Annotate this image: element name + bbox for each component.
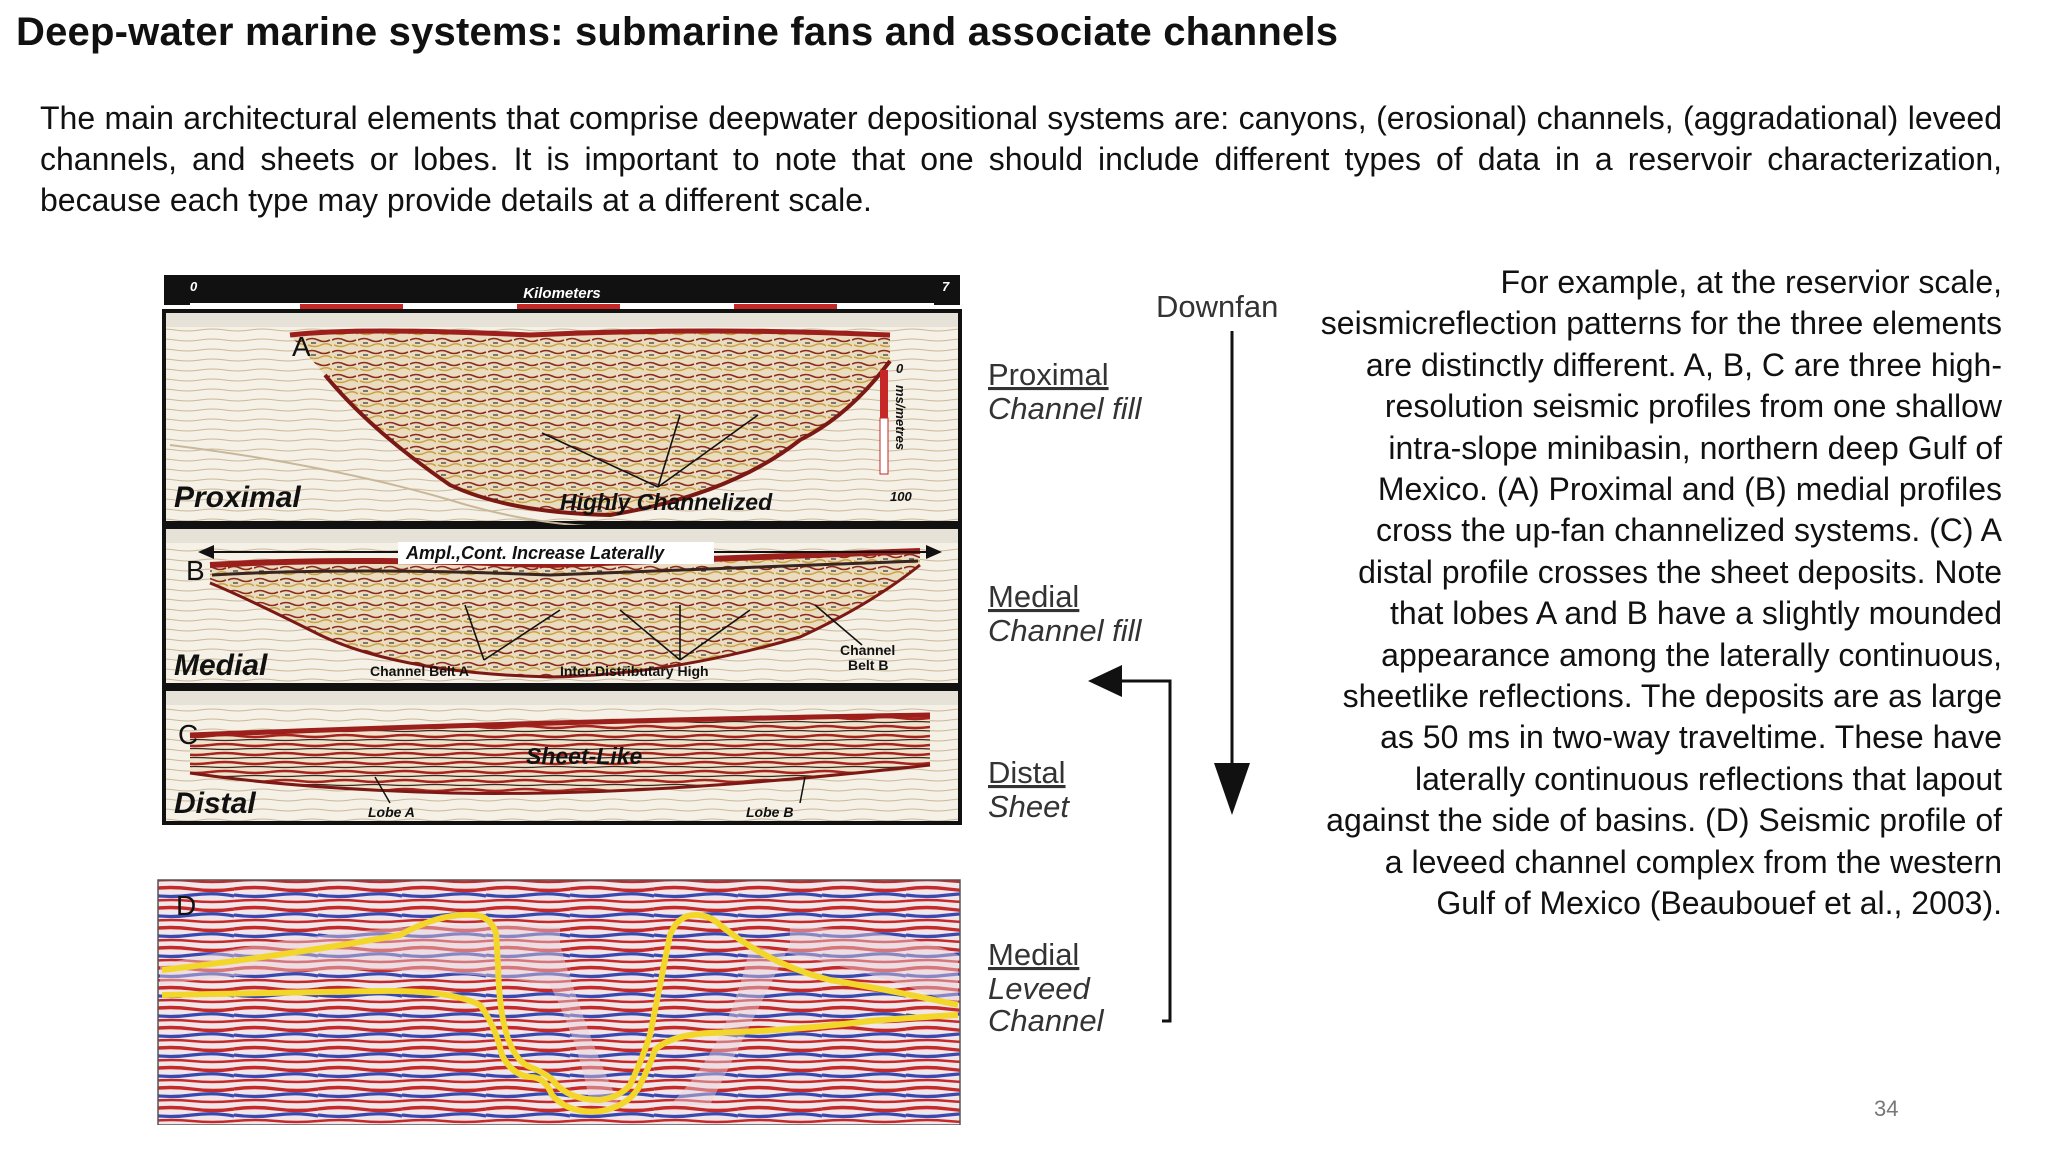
panel-c-letter: C [178, 719, 198, 750]
legend-medial-leveed: Medial [988, 937, 1079, 972]
vertical-scale-unit: ms/metres [893, 385, 908, 450]
legend-channel: Channel [988, 1003, 1105, 1038]
panel-c-zone: Distal [174, 787, 256, 820]
downfan-label: Downfan [1156, 289, 1278, 324]
legend-medial: Medial [988, 579, 1079, 614]
legend-proximal: Proximal [988, 357, 1109, 392]
panel-d: D [157, 879, 961, 1125]
panel-d-letter: D [176, 890, 196, 921]
panel-c: C Sheet-Like Distal Lobe A Lobe B [162, 687, 962, 825]
channel-belt-b-label-line2: Belt B [848, 657, 888, 673]
legend-medial-sub: Channel fill [988, 613, 1142, 648]
intro-paragraph: The main architectural elements that com… [40, 100, 2002, 218]
legend-distal: Distal [988, 755, 1066, 790]
channel-belt-a-label: Channel Belt A [370, 663, 469, 679]
scale-start: 0 [190, 279, 198, 294]
panel-b-letter: B [186, 555, 205, 586]
channel-belt-b-label-line1: Channel [840, 642, 895, 658]
panel-b-zone: Medial [174, 649, 268, 682]
panel-a-zone: Proximal [174, 481, 301, 514]
panel-a: A Proximal Highly Channelized 0 ms/metre… [162, 309, 962, 528]
slide-title: Deep-water marine systems: submarine fan… [16, 10, 1339, 54]
downfan-arrowhead [1214, 763, 1250, 815]
ampl-cont-label: Ampl.,Cont. Increase Laterally [405, 543, 665, 563]
vertical-scale-bottom: 100 [890, 489, 912, 504]
panel-a-letter: A [292, 331, 311, 362]
legend-leveed: Leveed [988, 971, 1091, 1006]
lobe-b-label: Lobe B [746, 804, 793, 820]
bracket-arrowhead [1088, 665, 1122, 697]
vertical-scale-top: 0 [896, 361, 904, 376]
inter-distributary-high-label: Inter-Distributary High [560, 663, 709, 679]
panel-b: B Ampl.,Cont. Increase Laterally Medial … [162, 525, 962, 687]
sheet-like-label: Sheet-Like [526, 743, 643, 769]
seismic-figure: 0 Kilometers 7 A Proximal Highly Channel… [157, 275, 1278, 1125]
scale-label: Kilometers [523, 285, 601, 302]
highly-channelized-label: Highly Channelized [560, 489, 773, 515]
legend-proximal-sub: Channel fill [988, 391, 1142, 426]
lobe-a-label: Lobe A [368, 804, 415, 820]
description-paragraph: For example, at the reservior scale, sei… [1320, 264, 2002, 922]
legend-distal-sub: Sheet [988, 789, 1070, 824]
page-number: 34 [1874, 1096, 1899, 1121]
scale-end: 7 [942, 279, 950, 294]
scale-bar [164, 275, 960, 305]
bracket-arrow [1118, 679, 1172, 1023]
figure-legend: Proximal Channel fill Medial Channel fil… [988, 357, 1142, 1038]
